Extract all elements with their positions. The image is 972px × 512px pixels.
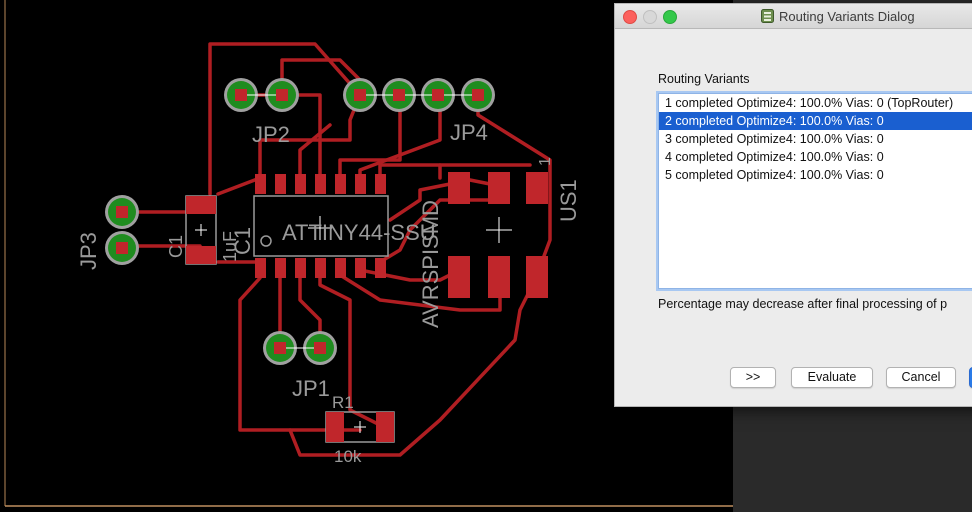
label-jp2: JP2 (252, 122, 290, 147)
maximize-window-button[interactable] (663, 10, 677, 24)
label-c1: C1 (166, 235, 186, 258)
minimize-window-button[interactable] (643, 10, 657, 24)
evaluate-button[interactable]: Evaluate (791, 367, 873, 388)
trace (208, 42, 362, 196)
trace (338, 93, 402, 180)
variant-item[interactable]: 1 completed Optimize4: 100.0% Vias: 0 (T… (665, 96, 954, 110)
connector-jp2 (224, 78, 299, 112)
resistor-r1 (325, 411, 395, 443)
label-c1-value: 1uF (220, 231, 240, 262)
routing-variants-dialog: Routing Variants Dialog Routing Variants… (614, 3, 972, 407)
trace (388, 178, 497, 222)
capacitor-c1 (185, 195, 217, 265)
label-jp3: JP3 (76, 232, 101, 270)
trace (280, 58, 362, 97)
percentage-note: Percentage may decrease after final proc… (658, 297, 948, 311)
variant-item[interactable]: 4 completed Optimize4: 100.0% Vias: 0 (665, 150, 884, 164)
label-r1-value: 10k (334, 447, 362, 466)
ok-button[interactable] (969, 367, 972, 388)
close-window-button[interactable] (623, 10, 637, 24)
label-avrspi: AVRSPISMD (418, 200, 443, 328)
label-jp4: JP4 (450, 120, 488, 145)
trace (288, 93, 552, 457)
variant-item-selected[interactable]: 2 completed Optimize4: 100.0% Vias: 0 (659, 112, 972, 130)
label-pin1: 1 (537, 157, 554, 166)
label-chip: ATTINY44-SSU (282, 220, 436, 245)
connector-jp4 (343, 78, 495, 112)
expand-button[interactable]: >> (730, 367, 776, 388)
label-jp1: JP1 (292, 376, 330, 401)
header-avrspi (448, 172, 548, 298)
cancel-button[interactable]: Cancel (886, 367, 956, 388)
trace (298, 123, 332, 180)
connector-jp1 (263, 331, 337, 365)
routing-variants-list[interactable]: 1 completed Optimize4: 100.0% Vias: 0 (T… (658, 93, 972, 289)
label-us1: US1 (556, 179, 581, 222)
variant-item[interactable]: 3 completed Optimize4: 100.0% Vias: 0 (665, 132, 884, 146)
label-r1: R1 (332, 393, 354, 412)
trace (216, 176, 262, 196)
label-c1-ref: C1 (230, 227, 255, 255)
title-bar[interactable]: Routing Variants Dialog (615, 4, 972, 29)
connector-jp3 (105, 195, 139, 265)
app-icon (761, 9, 774, 23)
trace (258, 93, 362, 180)
dialog-title: Routing Variants Dialog (779, 8, 915, 24)
trace (378, 163, 532, 180)
chip-attiny44 (253, 174, 389, 278)
routing-variants-label: Routing Variants (658, 72, 750, 86)
variant-item[interactable]: 5 completed Optimize4: 100.0% Vias: 0 (665, 168, 884, 182)
